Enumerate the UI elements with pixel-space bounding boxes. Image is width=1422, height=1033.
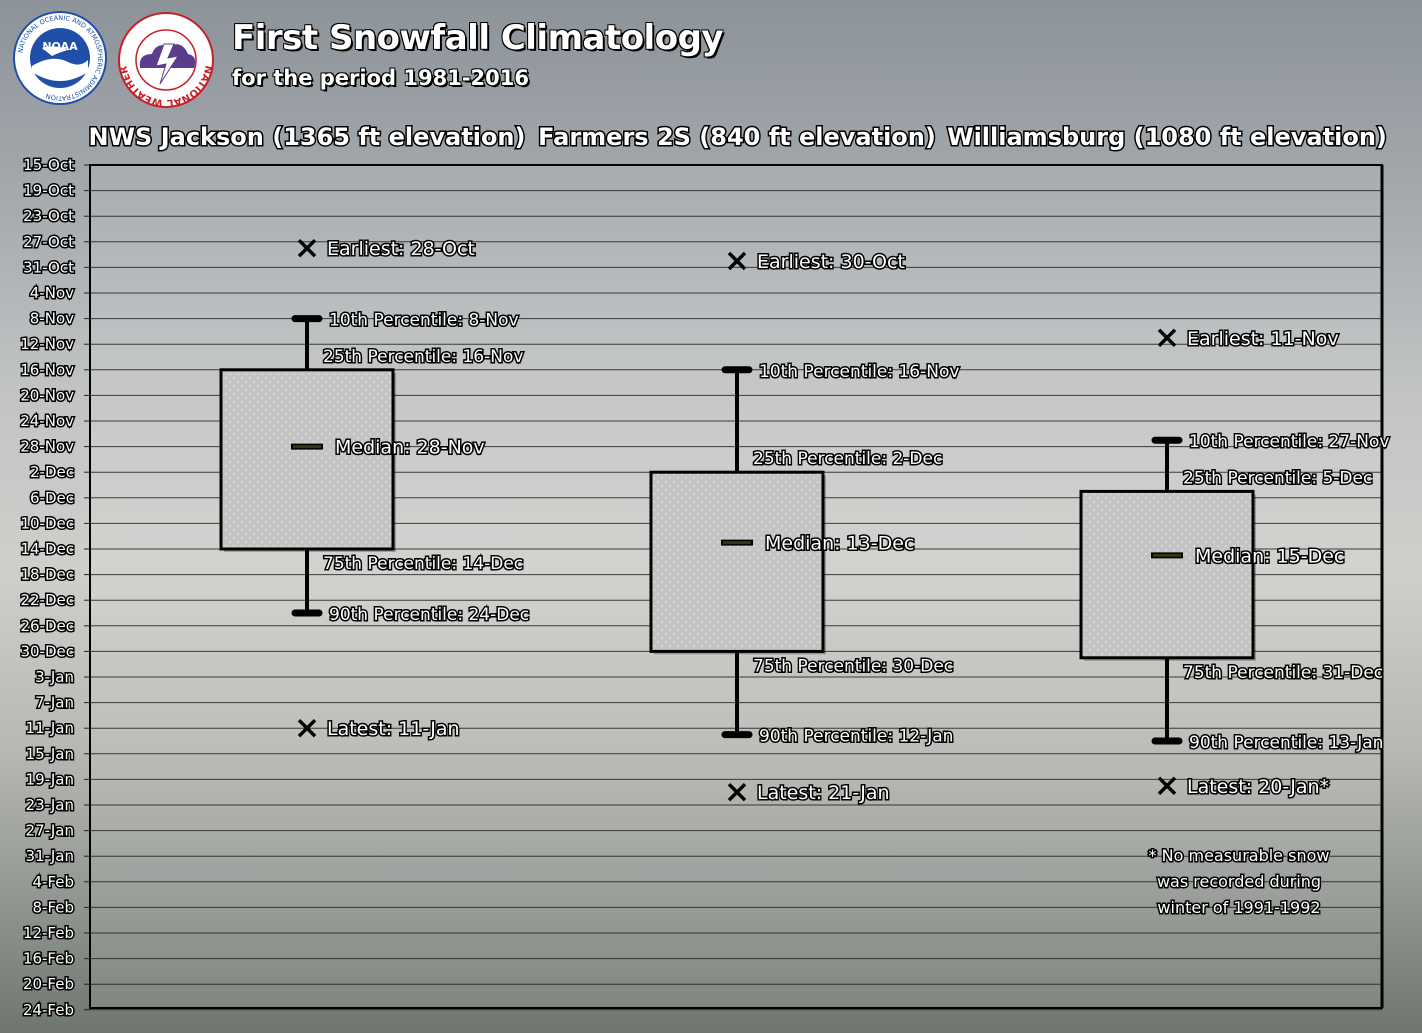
y-tick-label: 10-Dec: [20, 514, 74, 532]
y-tick-label: 4-Feb: [32, 873, 74, 891]
label-p90-williamsburg: 90th Percentile: 13-Jan: [1189, 733, 1383, 753]
label-p10-jackson: 10th Percentile: 8-Nov: [329, 311, 519, 331]
y-tick-label: 6-Dec: [30, 489, 74, 507]
label-p10-farmers: 10th Percentile: 16-Nov: [759, 362, 959, 382]
y-tick-label: 15-Oct: [23, 156, 74, 174]
y-tick-label: 20-Feb: [23, 975, 74, 993]
label-latest-williamsburg: Latest: 20-Jan*: [1187, 776, 1329, 798]
label-p25-farmers: 25th Percentile: 2-Dec: [753, 449, 942, 469]
footnote-line: * No measurable snow: [1149, 846, 1330, 865]
y-tick-label: 30-Dec: [20, 642, 74, 660]
label-p75-williamsburg: 75th Percentile: 31-Dec: [1183, 663, 1383, 683]
label-median-jackson: Median: 28-Nov: [335, 437, 485, 459]
earliest-marker-b-farmers: [727, 251, 747, 271]
y-tick-label: 12-Feb: [23, 924, 74, 942]
y-tick-label: 3-Jan: [35, 668, 74, 686]
y-tick-label: 24-Feb: [23, 1001, 74, 1019]
y-tick-label: 23-Oct: [23, 207, 74, 225]
y-tick-label: 14-Dec: [20, 540, 74, 558]
label-p90-farmers: 90th Percentile: 12-Jan: [759, 727, 953, 747]
y-tick-label: 22-Dec: [20, 591, 74, 609]
noaa-logo: NATIONAL OCEANIC AND ATMOSPHERIC ADMINIS…: [13, 11, 107, 105]
label-p25-williamsburg: 25th Percentile: 5-Dec: [1183, 468, 1372, 488]
y-tick-label: 26-Dec: [20, 617, 74, 635]
y-tick-label: 24-Nov: [20, 412, 74, 430]
station-title-farmers: Farmers 2S (840 ft elevation): [538, 123, 936, 151]
label-p75-farmers: 75th Percentile: 30-Dec: [753, 656, 953, 676]
y-tick-label: 20-Nov: [20, 386, 74, 404]
y-tick-label: 31-Oct: [23, 258, 74, 276]
box-iqr-jackson: [219, 368, 395, 551]
noaa-seal-icon: NOAA: [30, 28, 90, 88]
y-tick-label: 7-Jan: [35, 694, 74, 712]
label-p90-jackson: 90th Percentile: 24-Dec: [329, 605, 529, 625]
svg-text:NOAA: NOAA: [42, 40, 78, 53]
y-tick-label: 27-Oct: [23, 233, 74, 251]
label-latest-jackson: Latest: 11-Jan: [327, 718, 460, 740]
nws-logo: NATIONAL WEATHER SERVICE: [116, 10, 214, 108]
label-median-williamsburg: Median: 15-Dec: [1195, 545, 1344, 567]
y-tick-label: 16-Nov: [20, 361, 74, 379]
nws-seal-icon: [135, 29, 197, 91]
y-tick-label: 27-Jan: [26, 822, 74, 840]
footnote-line: winter of 1991-1992: [1157, 898, 1320, 917]
label-p10-williamsburg: 10th Percentile: 27-Nov: [1189, 432, 1389, 452]
label-earliest-farmers: Earliest: 30-Oct: [757, 251, 905, 273]
y-tick-label: 16-Feb: [23, 950, 74, 968]
latest-marker-b-williamsburg: [1157, 776, 1177, 796]
label-p75-jackson: 75th Percentile: 14-Dec: [323, 554, 523, 574]
y-tick-label: 8-Feb: [32, 898, 74, 916]
label-latest-farmers: Latest: 21-Jan: [757, 782, 890, 804]
label-earliest-jackson: Earliest: 28-Oct: [327, 238, 475, 260]
y-tick-label: 18-Dec: [20, 566, 74, 584]
earliest-marker-b-williamsburg: [1157, 328, 1177, 348]
latest-marker-b-jackson: [297, 718, 317, 738]
y-tick-label: 23-Jan: [26, 796, 74, 814]
y-tick-label: 12-Nov: [20, 335, 74, 353]
station-title-williamsburg: Williamsburg (1080 ft elevation): [947, 123, 1387, 151]
y-tick-label: 19-Jan: [26, 770, 74, 788]
label-median-farmers: Median: 13-Dec: [765, 533, 914, 555]
chart-title: First Snowfall Climatology: [232, 18, 724, 58]
y-tick-label: 28-Nov: [20, 438, 74, 456]
y-tick-label: 19-Oct: [23, 182, 74, 200]
label-earliest-williamsburg: Earliest: 11-Nov: [1187, 328, 1339, 350]
label-p25-jackson: 25th Percentile: 16-Nov: [323, 347, 523, 367]
footnote-line: was recorded during: [1157, 872, 1321, 891]
chart-subtitle: for the period 1981-2016: [232, 66, 529, 90]
station-title-jackson: NWS Jackson (1365 ft elevation): [89, 123, 526, 151]
y-tick-label: 31-Jan: [26, 847, 74, 865]
y-tick-label: 15-Jan: [26, 745, 74, 763]
y-tick-label: 2-Dec: [30, 463, 74, 481]
y-tick-label: 4-Nov: [30, 284, 74, 302]
y-tick-label: 11-Jan: [26, 719, 74, 737]
box-iqr-williamsburg: [1079, 489, 1255, 660]
earliest-marker-b-jackson: [297, 238, 317, 258]
box-iqr-farmers: [649, 470, 825, 653]
y-tick-label: 8-Nov: [30, 310, 74, 328]
latest-marker-b-farmers: [727, 782, 747, 802]
